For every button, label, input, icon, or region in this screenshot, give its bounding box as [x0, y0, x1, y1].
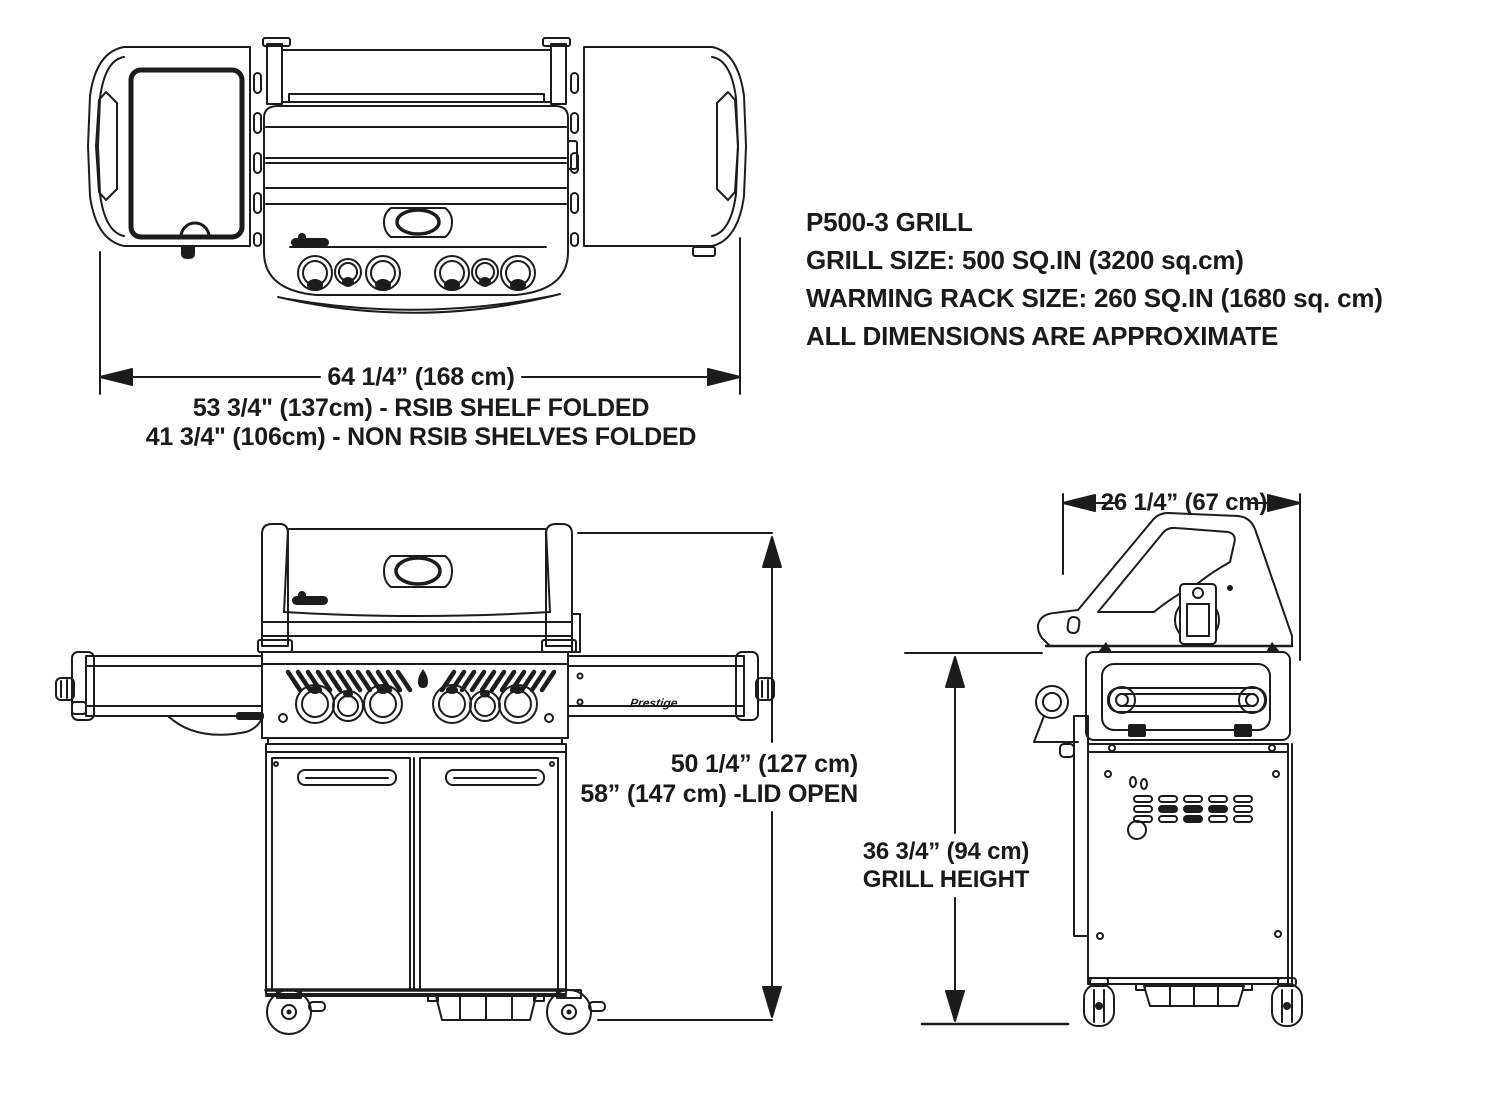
dim-width-overall: 64 1/4” (168 cm)	[327, 363, 515, 391]
depth-dimension	[1062, 493, 1301, 661]
top-burner-knobs	[297, 255, 536, 291]
side-lid	[1036, 512, 1294, 648]
grease-tray	[427, 993, 545, 1021]
lid-emblem	[383, 555, 453, 588]
lid-latch	[567, 140, 578, 170]
grill-height-dimension	[904, 652, 1070, 1026]
side-firebox	[1033, 642, 1291, 743]
front-view-drawing	[55, 523, 782, 1035]
front-control-panel	[261, 651, 569, 745]
front-lid	[257, 523, 581, 653]
door-handle	[297, 769, 397, 786]
dim-width-rsib-folded: 53 3/4" (137cm) - RSIB SHELF FOLDED	[192, 394, 650, 422]
dim-height-lid-closed: 50 1/4” (127 cm)	[670, 750, 858, 778]
front-cabinet	[264, 743, 568, 997]
brand-badge	[291, 233, 329, 247]
hose	[167, 715, 263, 736]
width-dimension	[99, 237, 741, 395]
brand-badge	[292, 591, 328, 605]
front-left-shelf	[55, 651, 264, 736]
side-burner-knob	[1035, 685, 1069, 719]
flame-icon	[418, 669, 428, 688]
dim-grill-height-value: 36 3/4” (94 cm)	[862, 838, 1030, 865]
height-dimension	[577, 532, 782, 1021]
spec-disclaimer: ALL DIMENSIONS ARE APPROXIMATE	[806, 321, 1279, 351]
door-handle	[445, 769, 545, 786]
top-right-shelf	[583, 46, 747, 257]
cutting-board	[128, 67, 245, 240]
dim-height-lid-open: 58” (147 cm) -LID OPEN	[580, 780, 858, 808]
cart-vent-slats	[1133, 795, 1253, 823]
lid-emblem	[383, 207, 453, 238]
shelf-end-knob	[755, 677, 775, 701]
front-casters	[266, 989, 606, 1035]
top-grill-body	[262, 37, 578, 314]
side-grease-tray	[1135, 983, 1253, 1007]
spec-warming-rack: WARMING RACK SIZE: 260 SQ.IN (1680 sq. c…	[806, 283, 1383, 313]
spec-title: P500-3 GRILL	[806, 207, 973, 237]
front-right-shelf	[567, 651, 775, 721]
dim-width-non-rsib-folded: 41 3/4" (106cm) - NON RSIB SHELVES FOLDE…	[145, 423, 697, 451]
cabinet-door-left	[271, 757, 411, 991]
side-cart	[1059, 715, 1293, 985]
top-left-shelf	[87, 46, 251, 259]
cabinet-door-right	[419, 757, 559, 991]
side-view-drawing	[904, 493, 1303, 1027]
dim-grill-height-label: GRILL HEIGHT	[862, 866, 1030, 893]
shelf-logo-text: Prestige	[629, 696, 679, 710]
rotisserie-motor	[1179, 583, 1217, 645]
dim-depth: 26 1/4” (67 cm)	[1100, 489, 1268, 516]
panel-vent-slats	[285, 669, 557, 693]
side-burner-knob	[55, 677, 75, 701]
front-burner-knobs	[295, 684, 538, 724]
spec-grill-size: GRILL SIZE: 500 SQ.IN (3200 sq.cm)	[806, 245, 1244, 275]
top-vent-slats	[253, 72, 579, 247]
top-view-drawing	[87, 37, 747, 395]
side-casters	[1083, 977, 1303, 1027]
